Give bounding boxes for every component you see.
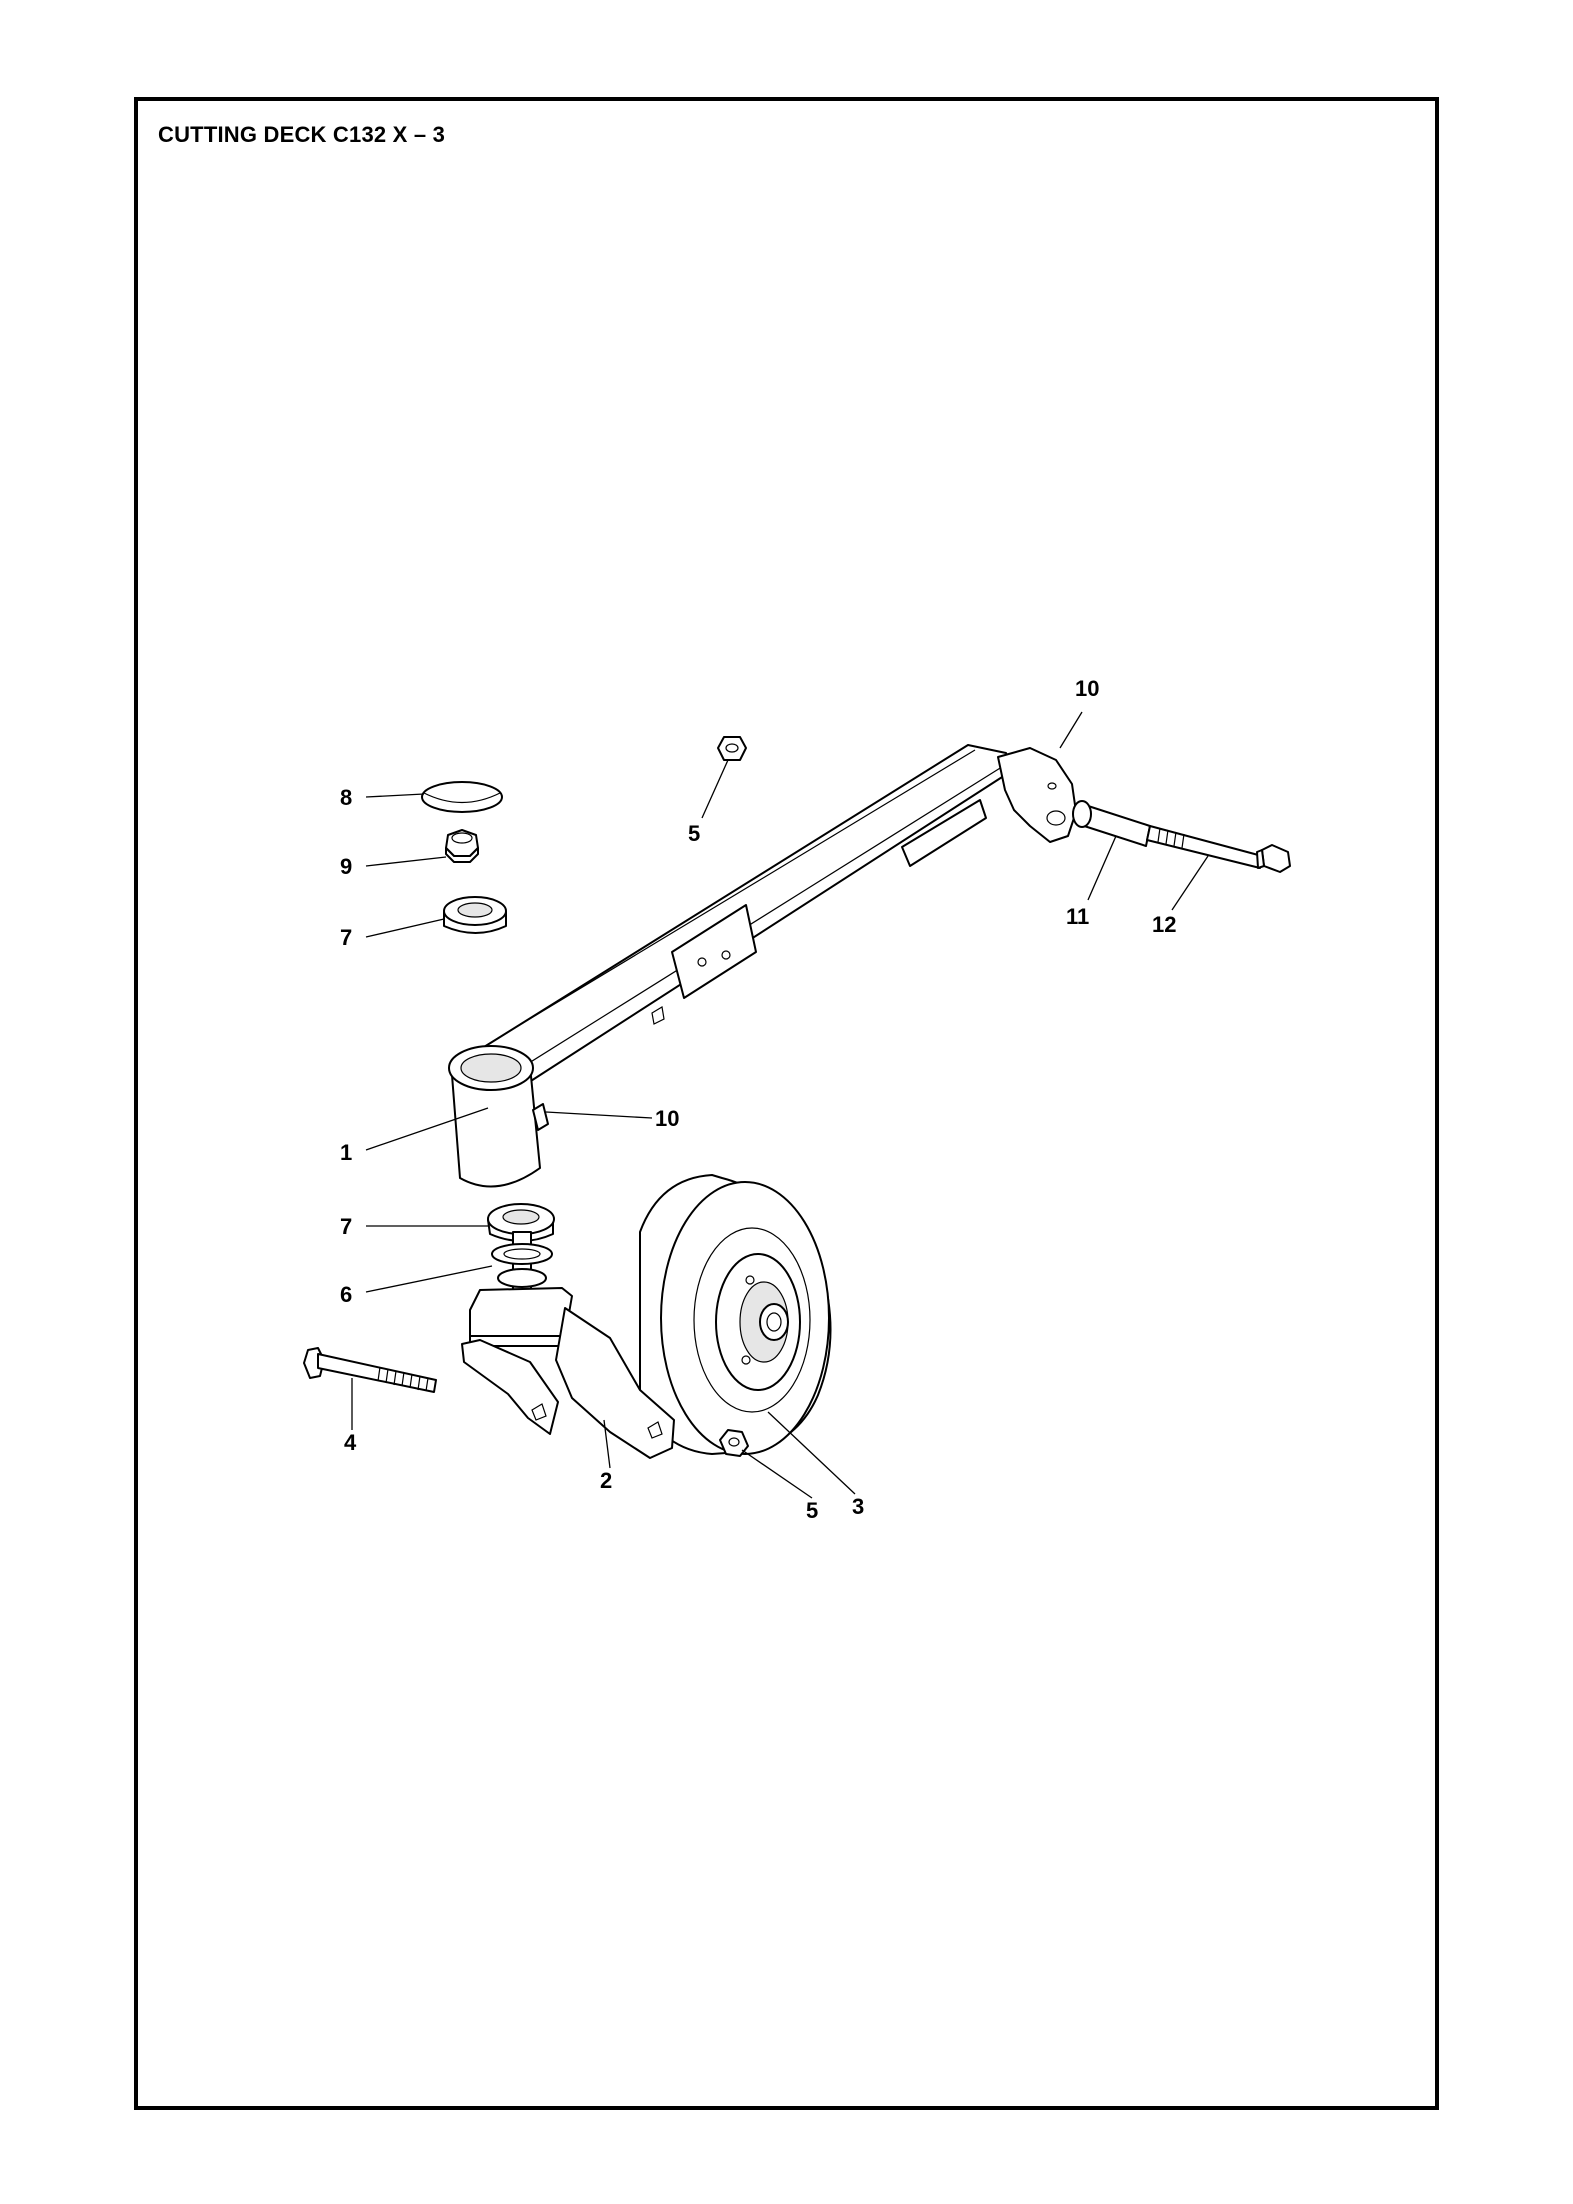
leader-5a — [701, 759, 729, 819]
part-5-nut-bottom — [719, 1429, 749, 1457]
part-7-bearing-lower — [487, 1203, 555, 1242]
part-12-bolt — [1146, 825, 1291, 873]
part-8-cap — [421, 781, 503, 813]
callout-9: 9 — [340, 854, 352, 879]
leader-7a — [365, 918, 445, 938]
callout-11: 11 — [1066, 904, 1089, 929]
callout-5: 5 — [688, 821, 700, 846]
page-frame — [134, 97, 1439, 2110]
callout-4: 4 — [344, 1430, 357, 1455]
leader-2 — [603, 1419, 611, 1469]
callout-1: 1 — [340, 1140, 352, 1165]
leader-3 — [767, 1411, 856, 1495]
leader-1 — [365, 1107, 489, 1151]
callout-3: 3 — [852, 1494, 864, 1519]
part-4-bolt — [303, 1347, 437, 1393]
leader-9 — [365, 856, 447, 867]
page-title: CUTTING DECK C132 X – 3 — [158, 122, 446, 147]
part-5-nut-top — [717, 736, 747, 761]
callout-7: 7 — [340, 1214, 352, 1239]
leader-lines — [351, 711, 1209, 1499]
callouts: 8 9 7 5 10 11 12 1 10 7 6 4 2 5 3 — [340, 676, 1176, 1523]
callout-7: 7 — [340, 925, 352, 950]
part-11-spacer — [1072, 800, 1151, 847]
part-7-bearing-upper — [443, 896, 507, 934]
callout-10: 10 — [1075, 676, 1099, 701]
leader-10b — [545, 1111, 653, 1119]
leader-8 — [365, 793, 425, 798]
callout-12: 12 — [1152, 912, 1176, 937]
leader-5b — [741, 1449, 813, 1499]
callout-8: 8 — [340, 785, 352, 810]
callout-5: 5 — [806, 1498, 818, 1523]
callout-6: 6 — [340, 1282, 352, 1307]
part-10-arm — [448, 744, 1077, 1188]
part-3-wheel — [639, 1174, 832, 1455]
part-2-fork — [461, 1287, 675, 1459]
leader-12 — [1171, 855, 1209, 911]
leader-6 — [365, 1265, 493, 1293]
part-6-spindle — [491, 1231, 553, 1293]
leader-10a — [1059, 711, 1083, 749]
part-9-lock-nut — [445, 829, 479, 863]
callout-10: 10 — [655, 1106, 679, 1131]
leader-11 — [1087, 835, 1117, 901]
callout-2: 2 — [600, 1468, 612, 1493]
